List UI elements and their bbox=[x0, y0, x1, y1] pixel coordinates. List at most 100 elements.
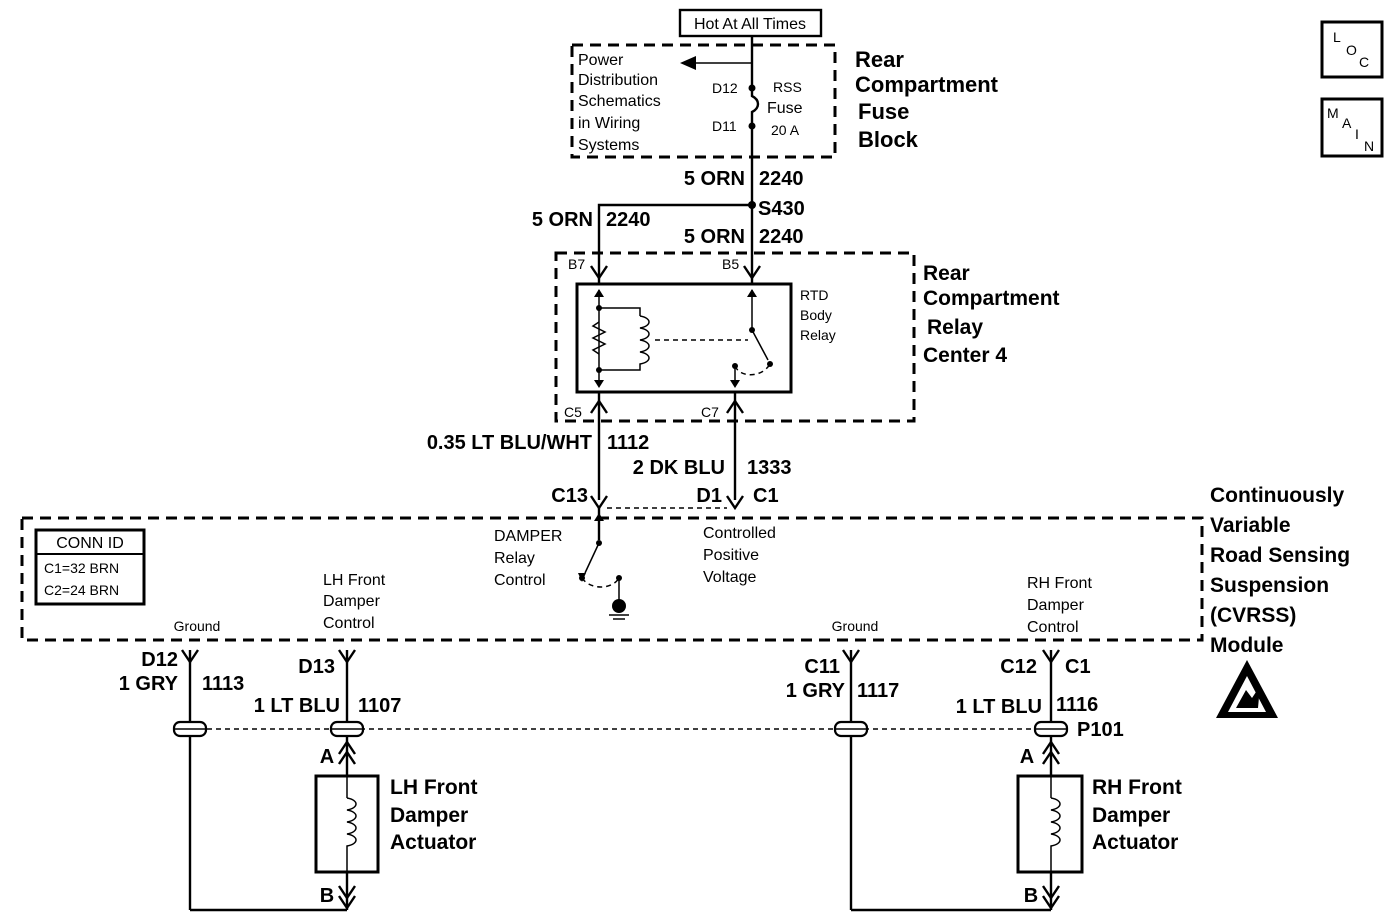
wires-lh-control-circuit-text: 1107 bbox=[358, 695, 401, 717]
module-pins-c1-right-text: C1 bbox=[1065, 656, 1091, 678]
fuse-block-name-lines-1-text: Compartment bbox=[855, 72, 999, 97]
actuators-lh-name-lines-2-text: Actuator bbox=[390, 831, 476, 854]
fuse-block-fuse-lines-2-text: 20 A bbox=[771, 122, 800, 138]
nav-main-1-text: A bbox=[1342, 115, 1352, 131]
esd-sensitive-warning-icon bbox=[1216, 660, 1278, 718]
fuse-block-fuse-lines-1-text: Fuse bbox=[767, 100, 803, 117]
nav-loc-0-text: L bbox=[1333, 29, 1341, 45]
module-name-lines-3-text: Suspension bbox=[1210, 574, 1329, 597]
actuators-lh-pin-a-text: A bbox=[320, 746, 334, 768]
rh-front-damper-control-label: RH Front Damper Control bbox=[1027, 575, 1092, 636]
relay-center-name-lines-1-text: Compartment bbox=[923, 287, 1060, 310]
coil-icon bbox=[599, 315, 650, 371]
fuse-block-outline bbox=[570, 43, 837, 159]
wires-feed-circuit-text: 2240 bbox=[759, 168, 804, 190]
module-pins-c1-top-text: C1 bbox=[753, 485, 779, 507]
actuators-rh-name-lines-0-text: RH Front bbox=[1092, 776, 1182, 799]
lh-front-damper-control-label: LH Front Damper Control bbox=[323, 572, 386, 632]
nav-loc-2-text: C bbox=[1359, 54, 1369, 70]
fuse-block-reference-lines-4-text: Systems bbox=[578, 137, 639, 154]
module-lh-control-lines-2-text: Control bbox=[323, 615, 375, 632]
module-conn-id-rows-0-text: C1=32 BRN bbox=[44, 560, 119, 576]
fuse-block-reference[interactable]: Power Distribution Schematics in Wiring … bbox=[578, 52, 661, 154]
rtd-body-relay[interactable] bbox=[575, 282, 793, 394]
fuse-block-name-lines-2-text: Fuse bbox=[858, 99, 909, 124]
wires-splice-text: S430 bbox=[758, 198, 805, 220]
relay-center-pins-c7-text: C7 bbox=[701, 404, 719, 420]
nav-main-0-text: M bbox=[1327, 105, 1339, 121]
actuators-lh-pin-b-text: B bbox=[320, 885, 334, 907]
module-conn-id-rows-1-text: C2=24 BRN bbox=[44, 582, 119, 598]
module-damper-relay-lines-2-text: Control bbox=[494, 572, 546, 589]
conn-id-table: CONN ID C1=32 BRN C2=24 BRN bbox=[34, 528, 146, 606]
module-name-lines-4-text: (CVRSS) bbox=[1210, 604, 1296, 627]
lh-front-damper-actuator-label: LH Front Damper Actuator bbox=[390, 776, 477, 854]
relay-center-pins-b5-text: B5 bbox=[722, 256, 739, 272]
fuse-block-pin-bottom-text: D11 bbox=[712, 118, 737, 134]
ground-right-label: Ground bbox=[832, 618, 879, 634]
wires-branch-right-gauge-color-text: 5 ORN bbox=[684, 226, 745, 248]
rh-front-damper-actuator[interactable] bbox=[1016, 774, 1084, 874]
wires-rh-control-circuit-text: 1116 bbox=[1056, 694, 1098, 716]
wires-branch-left-circuit-text: 2240 bbox=[606, 209, 651, 231]
actuators-lh-name-lines-1-text: Damper bbox=[390, 804, 468, 827]
controlled-positive-voltage-label: Controlled Positive Voltage bbox=[703, 525, 776, 586]
wires-branch-right-circuit-text: 2240 bbox=[759, 226, 804, 248]
module-pins-d12-text: D12 bbox=[141, 649, 178, 671]
lh-actuator-coil-icon bbox=[346, 797, 357, 872]
module-name-lines-5-text: Module bbox=[1210, 634, 1284, 657]
relay-center-name: Rear Compartment Relay Center 4 bbox=[923, 262, 1060, 367]
fuse-icon bbox=[750, 88, 760, 126]
fuse-block-reference-lines-2-text: Schematics bbox=[578, 93, 661, 110]
fuse-block-name-lines-3-text: Block bbox=[858, 127, 919, 152]
actuators-rh-name-lines-2-text: Actuator bbox=[1092, 831, 1178, 854]
module-rh-control-lines-0-text: RH Front bbox=[1027, 575, 1092, 592]
relay-center-name-lines-3-text: Center 4 bbox=[923, 344, 1007, 367]
module-pins-c11-text: C11 bbox=[804, 656, 840, 678]
module-cpv-lines-1-text: Positive bbox=[703, 547, 759, 564]
module-pins-d13-text: D13 bbox=[298, 656, 335, 678]
wires-rh-ground-gauge-color-text: 1 GRY bbox=[786, 680, 846, 702]
relay-center-relay-lines-1-text: Body bbox=[800, 307, 832, 323]
relay-center-name-lines-2-text: Relay bbox=[927, 316, 983, 339]
wires-feed-gauge-color-text: 5 ORN bbox=[684, 168, 745, 190]
fuse-block-pin-top-text: D12 bbox=[712, 80, 738, 96]
hot-at-all-times-box bbox=[678, 8, 823, 38]
wires-rh-control-gauge-color-text: 1 LT BLU bbox=[956, 696, 1042, 718]
module-name-lines-1-text: Variable bbox=[1210, 514, 1291, 537]
rtd-body-relay-label: RTD Body Relay bbox=[800, 287, 836, 343]
fuse-block-name: Rear Compartment Fuse Block bbox=[855, 47, 999, 152]
module-name-lines-2-text: Road Sensing bbox=[1210, 544, 1350, 567]
module-name-lines-0-text: Continuously bbox=[1210, 484, 1344, 507]
resistor-icon bbox=[591, 321, 607, 355]
wires-relay-out-gauge-color-text: 0.35 LT BLU/WHT bbox=[427, 432, 592, 454]
loc-button[interactable]: L O C bbox=[1320, 20, 1384, 79]
module-cpv-lines-2-text: Voltage bbox=[703, 569, 756, 586]
wires-cpv-circuit-text: 1333 bbox=[747, 457, 792, 479]
module-lh-control-lines-1-text: Damper bbox=[323, 593, 381, 610]
actuators-rh-pin-a-text: A bbox=[1020, 746, 1034, 768]
cvrss-module-outline bbox=[20, 516, 1204, 642]
wires-lh-ground-circuit-text: 1113 bbox=[202, 673, 244, 695]
module-damper-relay-lines-0-text: DAMPER bbox=[494, 528, 562, 545]
fuse-block-fuse-lines-0-text: RSS bbox=[773, 79, 802, 95]
main-button[interactable]: M A I N bbox=[1320, 97, 1384, 158]
module-pins-c12-text: C12 bbox=[1000, 656, 1037, 678]
actuators-rh-name-lines-1-text: Damper bbox=[1092, 804, 1170, 827]
hot-at-all-times-label: Hot At All Times bbox=[694, 16, 806, 33]
wires-branch-left-gauge-color-text: 5 ORN bbox=[532, 209, 593, 231]
p101-label: P101 bbox=[1077, 719, 1124, 741]
module-damper-relay-lines-1-text: Relay bbox=[494, 550, 535, 567]
relay-center-name-lines-0-text: Rear bbox=[923, 262, 970, 285]
fuse-block-reference-lines-0-text: Power bbox=[578, 52, 624, 69]
rh-actuator-coil-icon bbox=[1050, 797, 1061, 872]
wires-relay-out-circuit-text: 1112 bbox=[607, 432, 649, 454]
actuators-rh-pin-b-text: B bbox=[1024, 885, 1038, 907]
module-pins-d1-text: D1 bbox=[696, 485, 722, 507]
damper-relay-control-label: DAMPER Relay Control bbox=[494, 528, 562, 589]
ground-icon bbox=[612, 599, 626, 613]
actuators-lh-name-lines-0-text: LH Front bbox=[390, 776, 477, 799]
fuse-block-reference-lines-3-text: in Wiring bbox=[578, 115, 640, 132]
module-lh-control-lines-0-text: LH Front bbox=[323, 572, 386, 589]
